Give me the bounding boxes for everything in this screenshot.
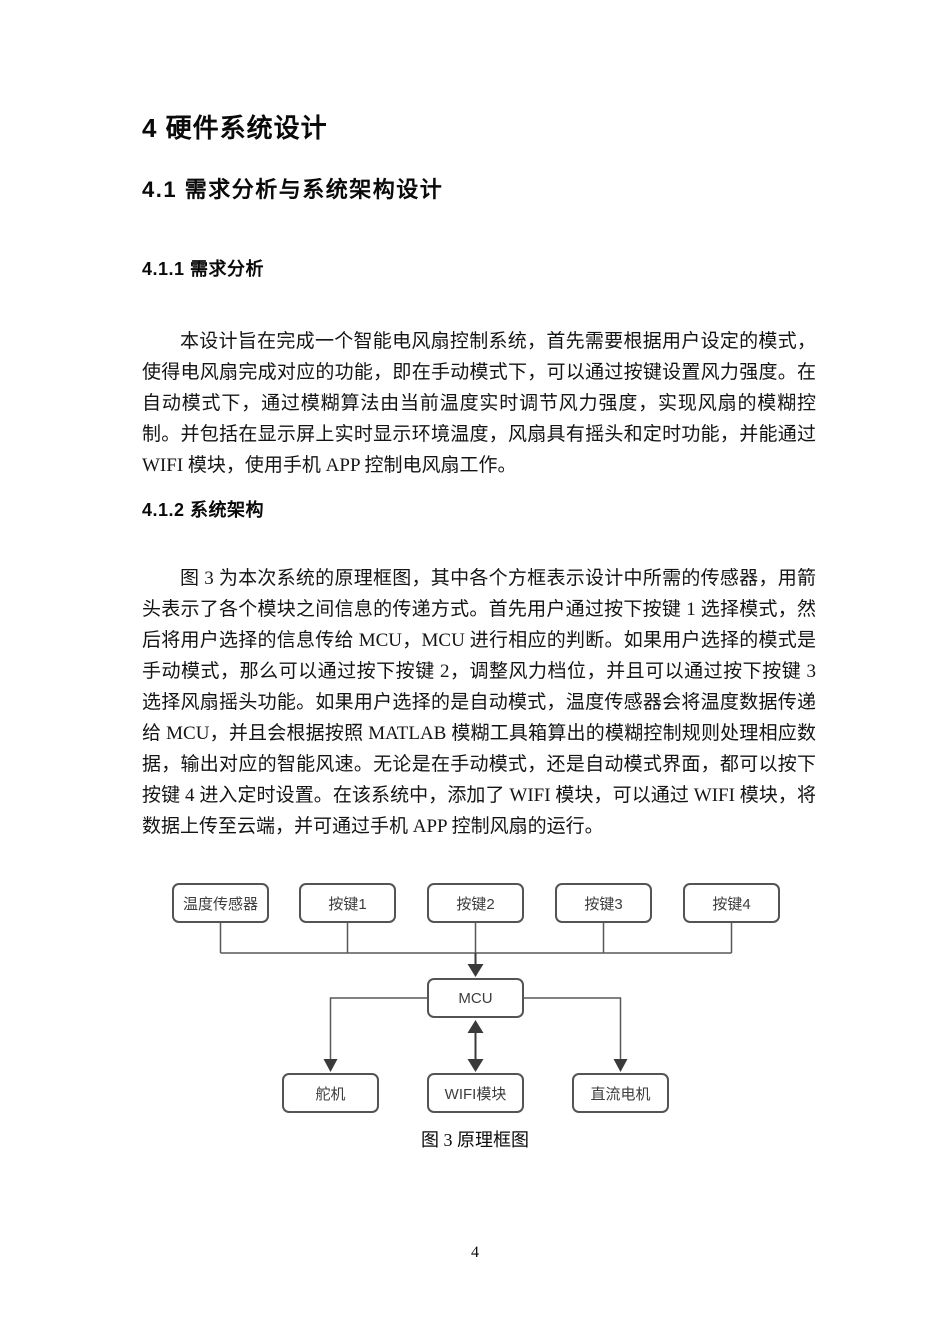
diagram-box-key1-label: 按键1 [328, 895, 367, 913]
diagram-box-key2: 按键2 [427, 883, 524, 923]
diagram-box-dc-motor-label: 直流电机 [590, 1085, 651, 1103]
page-number: 4 [471, 1244, 479, 1261]
diagram-box-servo: 舵机 [282, 1073, 379, 1113]
diagram-box-key4-label: 按键4 [712, 895, 751, 913]
paragraph-system-architecture: 图 3 为本次系统的原理框图，其中各个方框表示设计中所需的传感器，用箭头表示了各… [142, 568, 816, 837]
heading-subsection-4-1-2: 4.1.2 系统架构 [142, 500, 265, 520]
diagram-box-key4: 按键4 [683, 883, 780, 923]
diagram-box-wifi-module-label: WIFI模块 [444, 1085, 507, 1103]
diagram-box-dc-motor: 直流电机 [572, 1073, 669, 1113]
diagram-box-key3-label: 按键3 [584, 895, 623, 913]
diagram-box-wifi-module: WIFI模块 [427, 1073, 524, 1113]
diagram-box-servo-label: 舵机 [315, 1085, 346, 1103]
diagram-box-mcu: MCU [427, 978, 524, 1018]
diagram-box-key2-label: 按键2 [456, 895, 495, 913]
heading-section-4-1: 4.1 需求分析与系统架构设计 [142, 177, 444, 202]
paragraph-requirements-analysis: 本设计旨在完成一个智能电风扇控制系统，首先需要根据用户设定的模式，使得电风扇完成… [142, 331, 816, 476]
diagram-box-key1: 按键1 [299, 883, 396, 923]
diagram-box-temp-sensor: 温度传感器 [172, 883, 269, 923]
figure-caption: 图 3 原理框图 [421, 1130, 529, 1150]
heading-chapter: 4 硬件系统设计 [142, 113, 328, 143]
diagram-box-mcu-label: MCU [458, 989, 493, 1007]
heading-subsection-4-1-1: 4.1.1 需求分析 [142, 259, 265, 279]
diagram-box-key3: 按键3 [555, 883, 652, 923]
diagram-box-temp-sensor-label: 温度传感器 [182, 895, 258, 913]
diagram-connector-lines [219, 923, 733, 1072]
